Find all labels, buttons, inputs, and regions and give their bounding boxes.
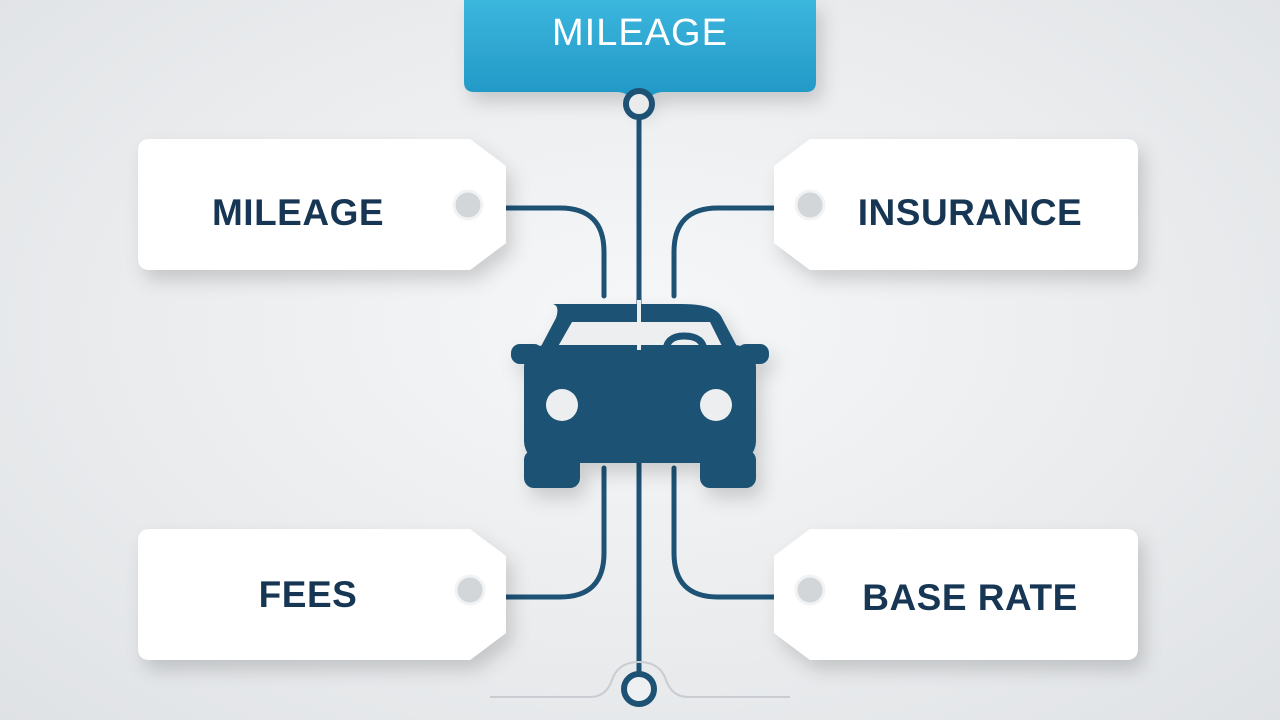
tag-base-rate-label: BASE RATE	[862, 577, 1078, 618]
bottom-plate-outline	[490, 660, 790, 698]
tag-insurance-hole	[794, 189, 826, 221]
top-tag-label: MILEAGE	[552, 12, 728, 54]
tag-fees[interactable]	[138, 529, 506, 660]
tag-insurance[interactable]	[774, 139, 1138, 270]
connector-mileage	[481, 205, 607, 299]
connector-fees	[481, 465, 607, 600]
tag-mileage-hole	[452, 189, 484, 221]
tag-base-rate[interactable]	[774, 529, 1138, 660]
tag-mileage[interactable]	[138, 139, 506, 270]
tag-base-rate-hole	[794, 574, 826, 606]
top-tag-mileage[interactable]	[464, 0, 816, 120]
top-tag-ring	[623, 88, 655, 120]
connector-base-rate	[671, 465, 799, 600]
tag-fees-hole	[454, 574, 486, 606]
tag-insurance-label: INSURANCE	[857, 192, 1083, 233]
tag-mileage-label: MILEAGE	[211, 192, 385, 233]
bottom-ring	[621, 671, 657, 707]
connector-insurance	[671, 205, 799, 299]
tag-fees-label: FEES	[258, 574, 358, 615]
